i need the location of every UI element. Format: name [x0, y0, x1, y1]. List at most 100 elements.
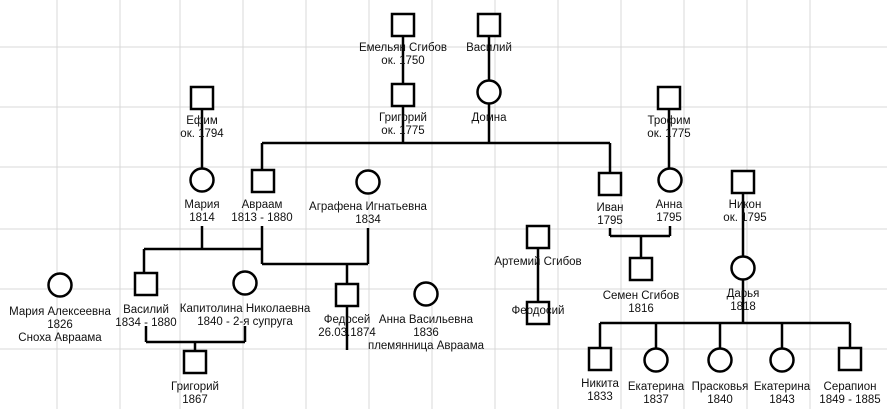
person-label-line: Анна Васильевна [379, 314, 474, 326]
person-label-line: Артемий Сгибов [494, 256, 581, 268]
person-label-line: Авраам [242, 199, 283, 211]
female-node-ekaterina1 [643, 347, 669, 373]
person-label-line: Екатерина [628, 381, 685, 393]
person-label-line: 26.03.1874 [318, 327, 376, 339]
person-label-line: Никон [729, 199, 762, 211]
person-label-line: 1795 [656, 212, 682, 224]
person-label-line: 1816 [628, 303, 654, 315]
person-label-line: Екатерина [754, 381, 811, 393]
female-node-domna [476, 79, 502, 105]
male-node-emelyan [390, 12, 416, 38]
female-node-ekaterina2 [769, 347, 795, 373]
male-node-grigoriy_sr [390, 82, 416, 108]
female-node-kapitolina [232, 270, 258, 296]
female-node-agrafena [355, 169, 381, 195]
person-label-line: ок. 1775 [647, 128, 690, 140]
person-label-line: Семен Сгибов [603, 290, 680, 302]
person-label-line: Григорий [379, 112, 427, 124]
female-node-anna [657, 167, 683, 193]
person-label-line: Ефим [186, 115, 218, 127]
male-node-artemiy [525, 224, 551, 250]
male-node-efim [189, 85, 215, 111]
person-label-line: 1867 [182, 394, 208, 406]
female-node-praskovya [707, 347, 733, 373]
person-label-line: Дарья [727, 288, 760, 300]
relationship-lines [142, 37, 852, 350]
female-node-anna_v [413, 281, 439, 307]
person-label-line: Домна [472, 112, 508, 124]
person-nodes [47, 12, 863, 375]
person-label-line: Аграфена Игнатьевна [309, 201, 428, 213]
person-label-line: Никита [581, 378, 619, 390]
person-label-line: 1834 - 1880 [115, 317, 176, 329]
female-node-mariya_a [47, 272, 73, 298]
person-label-line: 1834 [355, 214, 381, 226]
person-label-line: племянница Авраама [368, 340, 485, 352]
male-node-avraam [250, 168, 276, 194]
person-label-line: 1826 [47, 319, 73, 331]
person-label-artemiy: Артемий Сгибов [494, 256, 581, 268]
person-label-line: 1836 [413, 327, 439, 339]
male-node-nikon [730, 169, 756, 195]
male-node-fedosey [334, 282, 360, 308]
person-label-line: Анна [656, 199, 683, 211]
person-label-line: Мария Алексеевна [9, 306, 111, 318]
male-node-serapion [837, 346, 863, 372]
person-label-feodosiy: Феодосий [512, 305, 565, 317]
person-label-line: Григорий [171, 381, 219, 393]
person-label-line: 1840 [707, 394, 733, 406]
person-label-domna: Домна [472, 112, 508, 124]
person-label-line: ок. 1775 [381, 125, 424, 137]
person-label-vasiliy_sr: Василий [466, 42, 512, 54]
person-label-line: 1849 - 1885 [819, 394, 880, 406]
person-label-line: Василий [123, 304, 169, 316]
person-label-line: 1813 - 1880 [231, 212, 292, 224]
male-node-vasiliy_jr [133, 271, 159, 297]
person-label-line: Емельян Сгибов [359, 42, 447, 54]
male-node-nikita [587, 346, 613, 372]
person-label-line: 1843 [769, 394, 795, 406]
person-label-line: Прасковья [692, 381, 749, 393]
person-label-line: Иван [597, 202, 624, 214]
person-label-line: Трофим [648, 115, 691, 127]
person-label-line: Капитолина Николаевна [180, 303, 311, 315]
person-label-line: ок. 1750 [381, 55, 424, 67]
person-label-line: 1840 - 2-я супруга [197, 316, 293, 328]
person-label-line: Федосей [324, 314, 371, 326]
person-label-line: ок. 1794 [180, 128, 224, 140]
person-label-line: Серапион [824, 381, 877, 393]
person-label-line: ок. 1795 [723, 212, 766, 224]
male-node-vasiliy_sr [476, 12, 502, 38]
person-label-line: 1833 [587, 391, 613, 403]
male-node-trofim [656, 85, 682, 111]
female-node-darya [730, 255, 756, 281]
male-node-grigoriy_jr [182, 349, 208, 375]
female-node-mariya [189, 167, 215, 193]
person-label-line: Феодосий [512, 305, 565, 317]
male-node-ivan [597, 171, 623, 197]
